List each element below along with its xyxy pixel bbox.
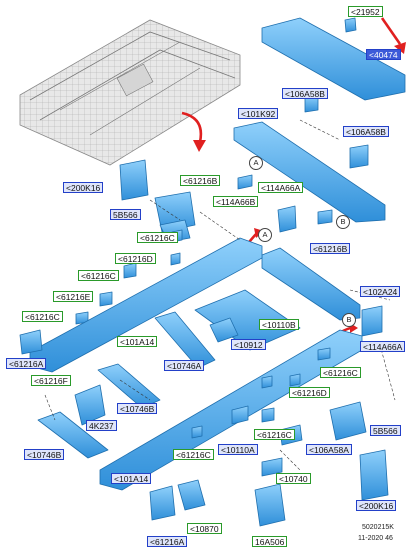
- label-61216A-left[interactable]: <61216A: [6, 358, 47, 369]
- label-10110B[interactable]: <10110B: [259, 319, 299, 330]
- chassis-overview: [19, 19, 241, 166]
- label-5B566-left[interactable]: 5B566: [110, 209, 141, 220]
- label-61216B-a[interactable]: <61216B: [180, 175, 221, 186]
- part-10746A: [154, 311, 216, 369]
- label-10746B-mid[interactable]: <10746B: [117, 403, 158, 414]
- label-61216C-a[interactable]: <61216C: [137, 232, 178, 243]
- label-106A58B-right[interactable]: <106A58B: [343, 126, 389, 137]
- label-61216C-e[interactable]: <61216C: [254, 429, 295, 440]
- callout-a-top: A: [249, 156, 263, 170]
- part-101K92: [233, 121, 386, 223]
- part-5B566-right: [329, 401, 367, 441]
- part-10912: [209, 317, 239, 343]
- part-61216A-bottom: [149, 485, 176, 521]
- label-101A14-mid[interactable]: <101A14: [117, 336, 158, 347]
- part-61216A-left: [19, 329, 43, 355]
- label-106A58A[interactable]: <106A58A: [306, 444, 352, 455]
- label-102A24[interactable]: <102A24: [360, 286, 401, 297]
- part-16A506: [254, 483, 286, 527]
- part-40474: [261, 17, 406, 101]
- part-200K16-right: [359, 449, 389, 501]
- part-10110A: [231, 405, 249, 425]
- callout-b-top: B: [336, 215, 350, 229]
- label-10746A[interactable]: <10746A: [164, 360, 205, 371]
- part-21952: [344, 17, 357, 33]
- part-114A66A-right: [361, 305, 383, 337]
- label-61216C-f[interactable]: <61216C: [173, 449, 214, 460]
- label-61216B-b[interactable]: <61216B: [310, 243, 351, 254]
- label-16A506[interactable]: 16A506: [252, 536, 288, 547]
- callout-b-mid: B: [342, 313, 356, 327]
- label-10740[interactable]: <10740: [276, 473, 311, 484]
- part-10870: [177, 479, 206, 511]
- part-4K237: [74, 384, 106, 426]
- part-200K16-left: [119, 159, 149, 201]
- label-10912[interactable]: <10912: [231, 339, 266, 350]
- label-106A58B-top[interactable]: <106A58B: [282, 88, 328, 99]
- label-4K237[interactable]: 4K237: [86, 420, 117, 431]
- label-114A66A-top[interactable]: <114A66A: [258, 182, 304, 193]
- label-21952[interactable]: <21952: [348, 6, 383, 17]
- callout-a-mid: A: [258, 228, 272, 242]
- label-61216E[interactable]: <61216E: [53, 291, 94, 302]
- part-102A24: [261, 247, 361, 321]
- label-101A14-bottom[interactable]: <101A14: [111, 473, 152, 484]
- label-200K16-left[interactable]: <200K16: [63, 182, 104, 193]
- label-200K16-right[interactable]: <200K16: [356, 500, 397, 511]
- label-61216D-a[interactable]: <61216D: [115, 253, 156, 264]
- label-10870[interactable]: <10870: [187, 523, 222, 534]
- label-101K92[interactable]: <101K92: [238, 108, 279, 119]
- revision-date: 11-2020 46: [358, 535, 393, 542]
- label-10746B-left[interactable]: <10746B: [24, 449, 65, 460]
- label-61216C-c[interactable]: <61216C: [22, 311, 63, 322]
- label-61216F[interactable]: <61216F: [31, 375, 71, 386]
- label-114A66A-right[interactable]: <114A66A: [360, 341, 406, 352]
- label-40474[interactable]: <40474: [366, 49, 401, 60]
- label-10110A[interactable]: <10110A: [218, 444, 258, 455]
- label-61216A-bottom[interactable]: <61216A: [147, 536, 188, 547]
- label-61216D-b[interactable]: <61216D: [289, 387, 330, 398]
- part-code: 5020215K: [362, 524, 394, 531]
- label-5B566-right[interactable]: 5B566: [370, 425, 401, 436]
- part-10740: [261, 457, 283, 477]
- label-114A66B[interactable]: <114A66B: [213, 196, 259, 207]
- label-61216C-b[interactable]: <61216C: [78, 270, 119, 281]
- label-61216C-d[interactable]: <61216C: [320, 367, 361, 378]
